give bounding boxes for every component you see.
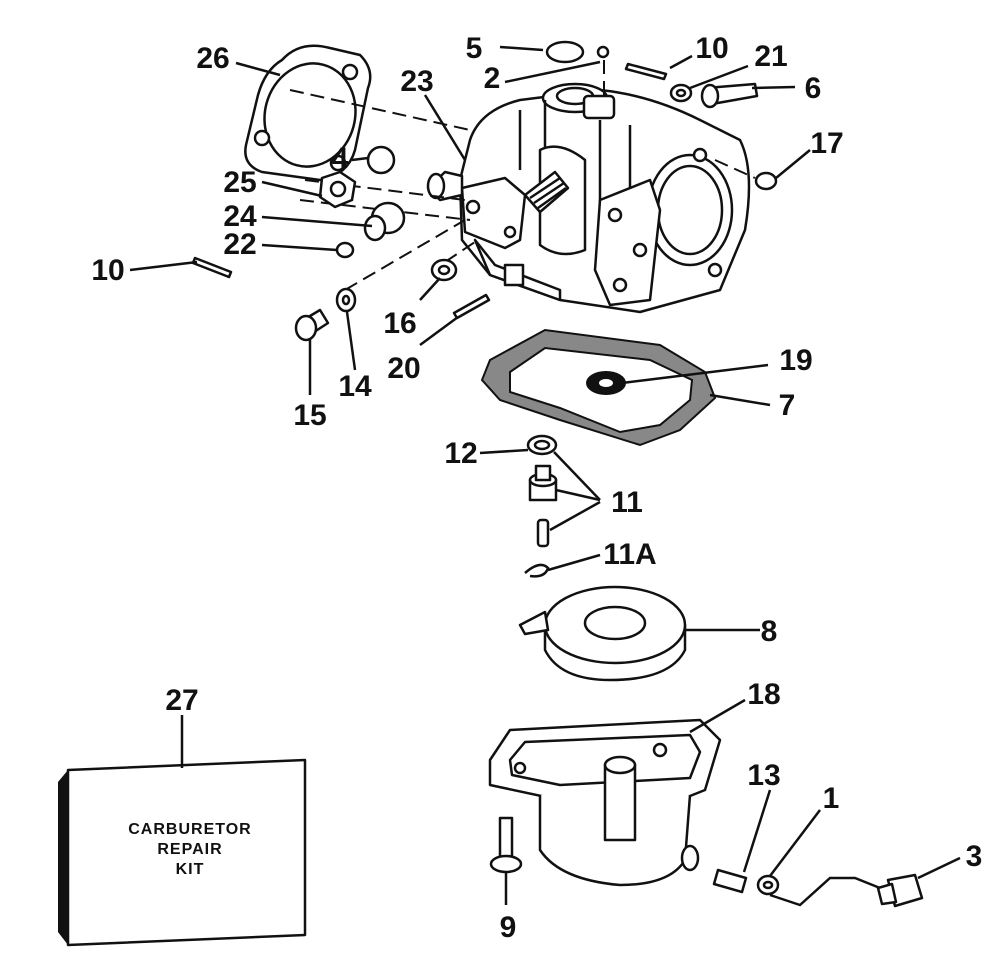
callout-18: 18 bbox=[747, 678, 780, 711]
part-8-float bbox=[518, 585, 687, 682]
callout-10-top: 10 bbox=[695, 32, 728, 65]
callout-22: 22 bbox=[223, 228, 256, 261]
part-2-check-ball bbox=[596, 45, 610, 59]
callout-20: 20 bbox=[387, 352, 420, 385]
callout-16: 16 bbox=[383, 307, 416, 340]
callout-15: 15 bbox=[293, 399, 326, 432]
callout-4: 4 bbox=[332, 142, 349, 175]
part-4-plug bbox=[366, 145, 396, 175]
leader-lines bbox=[129, 45, 961, 905]
callout-12: 12 bbox=[444, 437, 477, 470]
part-11-needle bbox=[536, 518, 550, 548]
kit-label-line3: KIT bbox=[176, 861, 205, 878]
callout-13: 13 bbox=[747, 759, 780, 792]
part-17-nut bbox=[754, 171, 778, 191]
callout-17: 17 bbox=[810, 127, 843, 160]
callout-labels: 5 2 10 21 6 17 26 23 4 25 24 22 10 15 14… bbox=[91, 32, 982, 944]
callout-3: 3 bbox=[966, 840, 983, 873]
carburetor-body bbox=[426, 82, 751, 314]
kit-label-line2: REPAIR bbox=[157, 841, 222, 858]
callout-11: 11 bbox=[611, 486, 643, 519]
callout-26: 26 bbox=[196, 42, 229, 75]
callout-7: 7 bbox=[779, 389, 796, 422]
callout-8: 8 bbox=[761, 615, 778, 648]
needle-valve-parts bbox=[524, 434, 558, 578]
callout-14: 14 bbox=[338, 370, 372, 403]
part-11a-clip bbox=[524, 563, 550, 578]
callout-1: 1 bbox=[823, 782, 840, 815]
callout-27: 27 bbox=[165, 684, 198, 717]
callout-5: 5 bbox=[466, 32, 483, 65]
part-5-welch-plug bbox=[545, 40, 585, 64]
callout-10-left: 10 bbox=[91, 254, 124, 287]
part-18-float-bowl bbox=[488, 718, 722, 887]
part-26-flange-gasket bbox=[244, 44, 372, 182]
part-20-shaft bbox=[452, 293, 491, 320]
part-27-repair-kit-box: CARBURETOR REPAIR KIT bbox=[58, 758, 307, 947]
callout-2: 2 bbox=[484, 62, 501, 95]
part-7-bowl-gasket bbox=[480, 328, 717, 447]
part-10-pin-top bbox=[624, 62, 668, 81]
part-13-needle bbox=[712, 868, 748, 894]
callout-23: 23 bbox=[400, 65, 433, 98]
callout-6: 6 bbox=[805, 72, 822, 105]
callout-25: 25 bbox=[223, 166, 256, 199]
callout-21: 21 bbox=[754, 40, 787, 73]
bottom-hardware bbox=[489, 816, 924, 908]
callout-19: 19 bbox=[779, 344, 812, 377]
callout-11a: 11A bbox=[603, 538, 656, 571]
part-22-ring bbox=[335, 241, 355, 259]
callout-24: 24 bbox=[223, 200, 257, 233]
callout-9: 9 bbox=[500, 911, 517, 944]
kit-label-line1: CARBURETOR bbox=[128, 821, 251, 838]
